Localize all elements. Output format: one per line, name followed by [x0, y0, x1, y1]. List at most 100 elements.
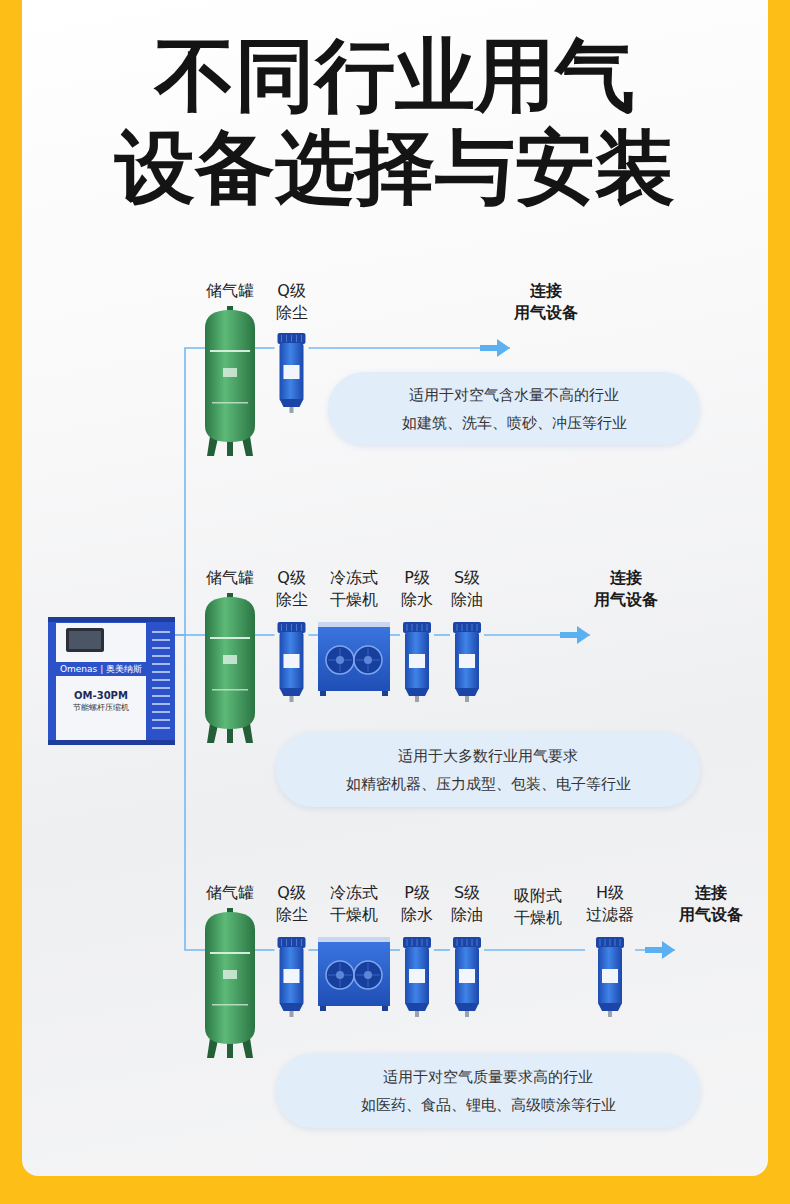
arrow-shaft	[560, 632, 578, 638]
node-label: H级 过滤器	[585, 882, 635, 926]
pipe-path	[309, 347, 511, 349]
node-label: Q级 除尘	[275, 882, 309, 926]
machine-text: OM-30PM	[56, 690, 146, 702]
filter-art	[278, 333, 306, 413]
pipe-path	[175, 635, 205, 950]
pipe-line	[255, 348, 275, 349]
dryer-art	[318, 622, 390, 696]
pipe-line	[255, 950, 275, 951]
pipe-path	[390, 949, 400, 951]
pipe-line	[434, 950, 450, 951]
node-label: 冷冻式 干燥机	[318, 567, 390, 611]
filter-art	[453, 622, 481, 702]
pipe-line	[390, 950, 400, 951]
machine-text: Omenas | 奥美纳斯	[56, 662, 146, 676]
equipment-node: 储气罐	[205, 567, 255, 745]
note-box: 适用于对空气含水量不高的行业如建筑、洗车、喷砂、冲压等行业	[328, 372, 700, 445]
destination-node: 连接 用气设备	[510, 280, 582, 360]
pipe-line	[255, 635, 275, 636]
pipe-line	[484, 626, 590, 644]
note-box: 适用于大多数行业用气要求如精密机器、压力成型、包装、电子等行业	[276, 732, 700, 807]
pipe-line	[635, 941, 675, 959]
node-label: P级 除水	[400, 882, 434, 926]
pipe-path	[255, 347, 275, 349]
arrow-head	[645, 941, 675, 959]
component-label: 吸附式 干燥机	[508, 885, 568, 929]
pipe-line	[309, 635, 319, 636]
equipment-node: Q级 除尘	[275, 567, 309, 704]
pipe-line	[175, 348, 205, 635]
filter-art	[278, 937, 306, 1017]
pipe-path	[390, 634, 400, 636]
pipe-line	[390, 635, 400, 636]
note-text: 适用于大多数行业用气要求	[398, 742, 578, 770]
node-label: 连接 用气设备	[675, 882, 747, 926]
note-text: 如医药、食品、锂电、高级喷涂等行业	[361, 1091, 616, 1119]
node-label: 连接 用气设备	[510, 280, 582, 324]
pipe-path	[434, 949, 450, 951]
arrow-shaft	[645, 947, 663, 953]
dryer-art	[318, 937, 390, 1011]
destination-node: 连接 用气设备	[590, 567, 662, 647]
node-label: S级 除油	[450, 882, 484, 926]
pipe-path	[255, 949, 275, 951]
free-label: 吸附式 干燥机	[508, 885, 568, 929]
pipe-path	[484, 949, 585, 951]
node-label: Q级 除尘	[275, 567, 309, 611]
note-text: 如建筑、洗车、喷砂、冲压等行业	[402, 409, 627, 437]
arrow-tip	[662, 941, 675, 959]
node-label: P级 除水	[400, 567, 434, 611]
compressor-box: Omenas | 奥美纳斯 OM-30PM节能螺杆压缩机	[48, 617, 175, 745]
equipment-node: Q级 除尘	[275, 882, 309, 1019]
filter-art	[453, 937, 481, 1017]
filter-art	[403, 937, 431, 1017]
pipe-line	[484, 950, 585, 951]
equipment-node: 储气罐	[205, 280, 255, 458]
node-label: 连接 用气设备	[590, 567, 662, 611]
node-label: 储气罐	[205, 882, 255, 904]
pipe-path	[309, 949, 319, 951]
equipment-node: 冷冻式 干燥机	[318, 882, 390, 1012]
equipment-node: 储气罐	[205, 882, 255, 1060]
note-text: 如精密机器、压力成型、包装、电子等行业	[346, 770, 631, 798]
pipe-path	[255, 634, 275, 636]
machine-text: 节能螺杆压缩机	[56, 702, 146, 713]
pipe-line	[309, 339, 511, 357]
pipe-line	[434, 635, 450, 636]
arrow-head	[480, 339, 510, 357]
filter-art	[403, 622, 431, 702]
filter-art	[596, 937, 624, 1017]
equipment-node: P级 除水	[400, 882, 434, 1019]
pipe-path	[175, 348, 205, 635]
arrow-shaft	[480, 345, 498, 351]
node-label: S级 除油	[450, 567, 484, 611]
equipment-node: P级 除水	[400, 567, 434, 704]
pipe-path	[434, 634, 450, 636]
arrow-head	[560, 626, 590, 644]
note-text: 适用于对空气质量要求高的行业	[383, 1063, 593, 1091]
arrow-tip	[497, 339, 510, 357]
equipment-node: Q级 除尘	[275, 280, 309, 415]
equipment-node: S级 除油	[450, 567, 484, 704]
note-box: 适用于对空气质量要求高的行业如医药、食品、锂电、高级喷涂等行业	[276, 1053, 700, 1128]
equipment-node: 冷冻式 干燥机	[318, 567, 390, 697]
destination-node: 连接 用气设备	[675, 882, 747, 962]
filter-art	[278, 622, 306, 702]
equipment-node: S级 除油	[450, 882, 484, 1019]
node-label: Q级 除尘	[275, 280, 309, 324]
node-label: 储气罐	[205, 567, 255, 589]
note-text: 适用于对空气含水量不高的行业	[409, 381, 619, 409]
node-label: 储气罐	[205, 280, 255, 302]
page-title: 不同行业用气 设备选择与安装	[95, 30, 695, 214]
pipe-line	[309, 950, 319, 951]
air-tank	[205, 908, 255, 1058]
air-tank	[205, 306, 255, 456]
compressor-art	[48, 617, 175, 745]
node-label: 冷冻式 干燥机	[318, 882, 390, 926]
equipment-node: H级 过滤器	[585, 882, 635, 1019]
arrow-tip	[577, 626, 590, 644]
pipe-line	[175, 635, 205, 950]
air-tank	[205, 593, 255, 743]
